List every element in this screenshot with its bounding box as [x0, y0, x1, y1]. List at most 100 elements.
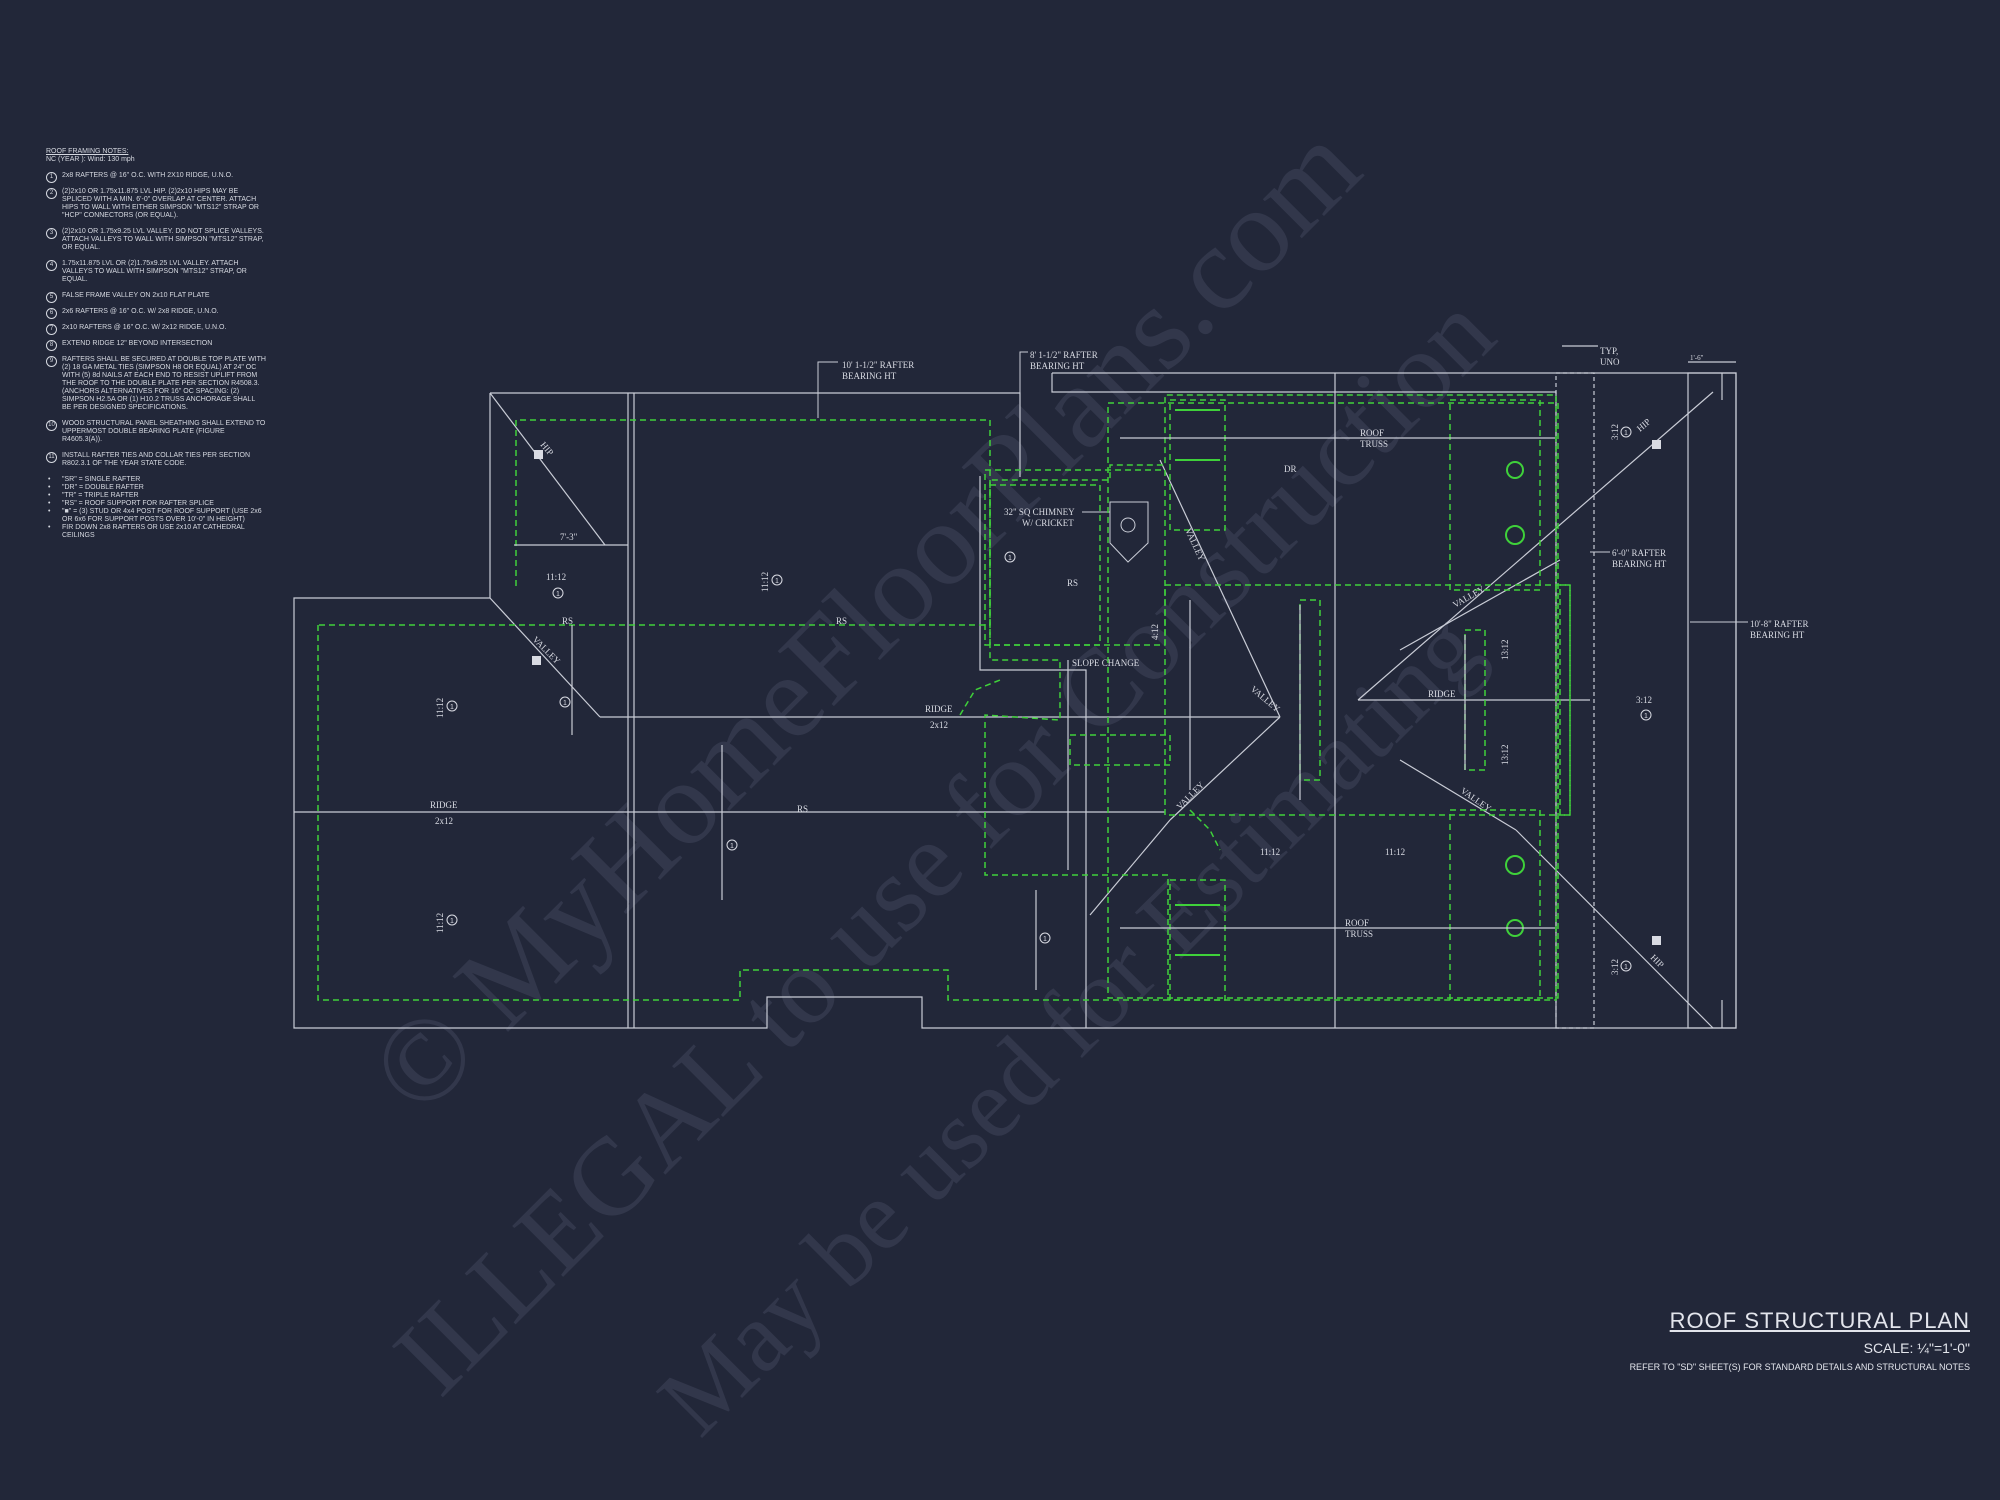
dim-1-6-top: 1'-6" — [1690, 354, 1704, 362]
note-item: 3(2)2x10 OR 1.75x9.25 LVL VALLEY. DO NOT… — [46, 228, 266, 252]
toilet-symbol-2 — [1505, 525, 1525, 545]
rs-label-1: RS — [562, 616, 573, 626]
callout-circle-3 — [446, 700, 458, 712]
notes-subtitle: NC (YEAR ): Wind: 130 mph — [46, 156, 135, 163]
valley-label-3: VALLEY — [1249, 684, 1282, 714]
note-text: EXTEND RIDGE 12" BEYOND INTERSECTION — [62, 340, 213, 347]
overhang-box-right — [1687, 372, 1737, 1029]
note-text: (2)2x10 OR 1.75x11.875 LVL HIP. (2)2x10 … — [62, 188, 259, 219]
callout-circle-6 — [726, 839, 738, 851]
slope-4-12: 4:12 — [1150, 624, 1160, 640]
rs-label-3: RS — [797, 804, 808, 814]
title-block: ROOF STRUCTURAL PLAN SCALE: ¼"=1'-0" REF… — [1630, 1308, 1970, 1372]
roof-truss-1b: TRUSS — [1360, 439, 1388, 449]
callout-num-9: 1 — [1644, 713, 1648, 720]
notes-title: ROOF FRAMING NOTES: — [46, 148, 129, 155]
slope-3-12-b: 3:12 — [1610, 424, 1620, 440]
leader-lines — [817, 351, 1748, 623]
bearing-10-1-line1: 10' 1-1/2" RAFTER — [842, 360, 914, 370]
note-number: 1 — [46, 172, 57, 183]
note-text: RAFTERS SHALL BE SECURED AT DOUBLE TOP P… — [62, 356, 266, 411]
ridge-size-2: 2x12 — [435, 816, 453, 826]
callout-circle-10 — [1620, 426, 1632, 438]
framing-upper-left — [318, 419, 991, 626]
framing-curve-2 — [1189, 809, 1221, 851]
sheet-scale: SCALE: ¼"=1'-0" — [1863, 1340, 1970, 1356]
note-number: 6 — [46, 308, 57, 319]
bearing-10-8-line1: 10'-8" RAFTER — [1750, 619, 1809, 629]
ridge-label-1: RIDGE — [925, 704, 953, 714]
hip-line-nw — [489, 392, 606, 546]
slope-3-12-c: 3:12 — [1610, 959, 1620, 975]
framing-green — [317, 394, 1571, 1001]
callout-circle-8 — [1004, 551, 1016, 563]
valley-line-4 — [1089, 819, 1171, 916]
note-number: 7 — [46, 324, 57, 335]
callout-num-4: 1 — [450, 918, 454, 925]
callout-num-1: 1 — [556, 591, 560, 598]
rs-label-4: RS — [1067, 578, 1078, 588]
slope-11-12-f: 11:12 — [760, 572, 770, 592]
callout-circle-5 — [559, 696, 571, 708]
callout-circle-1 — [552, 587, 564, 599]
typ-uno-line2: UNO — [1600, 357, 1620, 367]
legend-item: "DR" = DOUBLE RAFTER — [46, 484, 266, 492]
legend-item: "■" = (3) STUD OR 4x4 POST FOR ROOF SUPP… — [46, 508, 266, 524]
callout-num-5: 1 — [563, 700, 567, 707]
note-text: INSTALL RAFTER TIES AND COLLAR TIES PER … — [62, 452, 251, 467]
toilet-symbol-1 — [1506, 461, 1524, 479]
note-text: FALSE FRAME VALLEY ON 2x10 FLAT PLATE — [62, 292, 210, 299]
slope-3-12-a: 3:12 — [1636, 695, 1652, 705]
post-symbol-1 — [534, 450, 543, 459]
callout-circle-4 — [446, 914, 458, 926]
callouts — [446, 426, 1652, 972]
legend-item: "TR" = TRIPLE RAFTER — [46, 492, 266, 500]
post-symbol-4 — [1652, 936, 1661, 945]
bearing-10-8-line2: BEARING HT — [1750, 630, 1805, 640]
legend-item: "RS" = ROOF SUPPORT FOR RAFTER SPLICE — [46, 500, 266, 508]
valley-line-6 — [1399, 759, 1517, 831]
legend-item: FIR DOWN 2x8 RAFTERS OR USE 2x10 AT CATH… — [46, 524, 266, 540]
hip-label-2: HIP — [1635, 417, 1653, 434]
bearing-6-0-line2: BEARING HT — [1612, 559, 1667, 569]
roof-framing-notes: ROOF FRAMING NOTES: NC (YEAR ): Wind: 13… — [46, 148, 266, 540]
callout-circle-9 — [1640, 709, 1652, 721]
bearing-6-0-line1: 6'-0" RAFTER — [1612, 548, 1666, 558]
chimney-cricket — [1109, 501, 1149, 563]
callout-num-2: 1 — [775, 578, 779, 585]
note-number: 9 — [46, 356, 57, 367]
slope-13-12-a: 13:12 — [1500, 639, 1510, 660]
toilet-symbol-3 — [1505, 855, 1525, 875]
framing-bath-2 — [1169, 879, 1226, 1001]
typ-uno-line1: TYP, — [1600, 346, 1618, 356]
callout-num-6: 1 — [730, 843, 734, 850]
callout-numbers: 1 1 1 1 1 1 1 1 1 1 1 — [450, 430, 1648, 971]
post-symbol-2 — [532, 656, 541, 665]
ridge-label-3: RIDGE — [1428, 689, 1456, 699]
chimney-flue — [1120, 517, 1136, 533]
post-symbol-3 — [1652, 440, 1661, 449]
span-arrows — [514, 437, 1555, 990]
ridge-label-2: RIDGE — [430, 800, 458, 810]
leader-10-1 — [817, 361, 838, 418]
callout-num-7: 1 — [1043, 936, 1047, 943]
dim-7-3: 7'-3" — [560, 532, 578, 542]
slope-11-12-a: 11:12 — [546, 572, 566, 582]
slope-13-12-b: 13:12 — [1500, 744, 1510, 765]
valley-line-5 — [1399, 559, 1561, 651]
framing-closet-1 — [1449, 399, 1541, 591]
bearing-10-1-line2: BEARING HT — [842, 371, 897, 381]
framing-bath-1 — [1169, 399, 1226, 531]
note-number: 3 — [46, 228, 57, 239]
sheet-note: REFER TO "SD" SHEET(S) FOR STANDARD DETA… — [1629, 1362, 1970, 1372]
framing-mid-box — [1069, 734, 1171, 766]
callout-circle-2 — [771, 574, 783, 586]
note-text: 1.75x11.875 LVL OR (2)1.75x9.25 LVL VALL… — [62, 260, 247, 283]
note-item: 2(2)2x10 OR 1.75x11.875 LVL HIP. (2)2x10… — [46, 188, 266, 220]
framing-bearing-outline — [317, 394, 1557, 1001]
